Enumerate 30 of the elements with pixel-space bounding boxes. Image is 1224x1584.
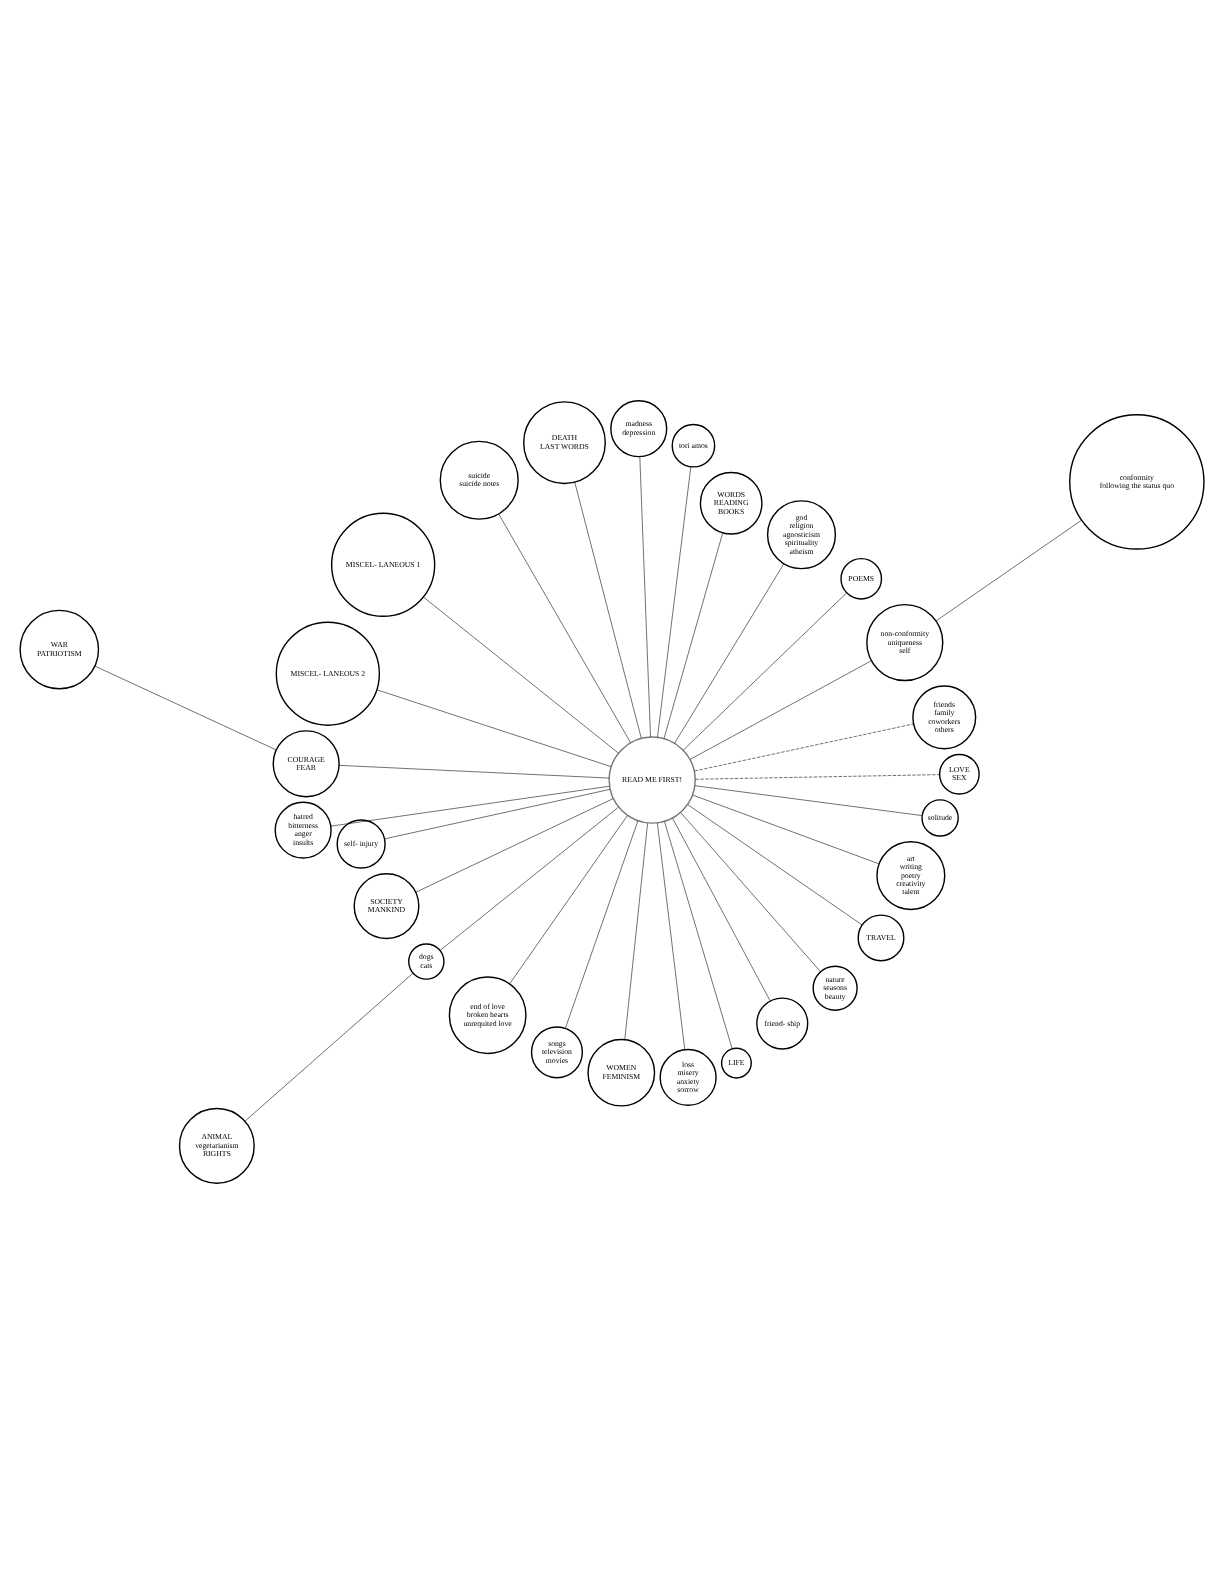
connector [423,596,619,754]
connector [384,789,611,840]
connector [935,519,1082,622]
connector [415,798,614,893]
connector [94,665,277,751]
connector [509,815,628,985]
connector [244,972,414,1122]
connector [376,689,612,767]
connector [694,723,914,772]
connector [663,532,723,739]
connector [672,818,771,1002]
connector [695,774,940,780]
connector [692,794,880,865]
connector [657,466,692,738]
connector [680,812,821,973]
connector [439,807,619,951]
connector [565,820,639,1029]
connector [683,592,847,751]
connector [498,513,631,743]
connector [687,804,863,926]
connector [657,822,686,1050]
connector [694,785,923,816]
connector [330,785,610,827]
connector [624,823,648,1040]
connector [574,482,642,739]
connector [664,821,733,1050]
connector [338,765,610,779]
connector [690,660,872,760]
connector [639,456,651,738]
connector [674,563,785,744]
